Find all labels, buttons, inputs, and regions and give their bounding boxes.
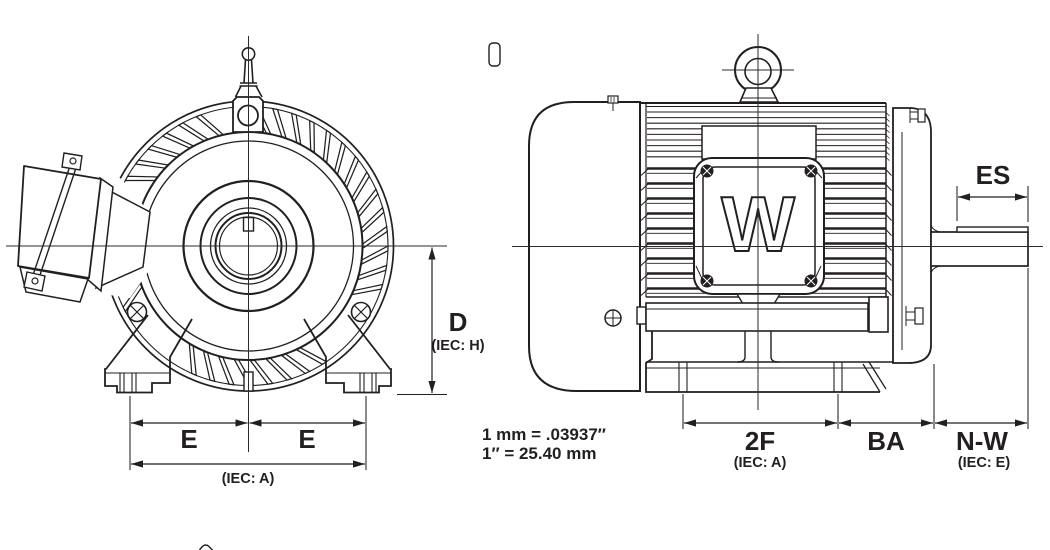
conversion-line-2: 1″ = 25.40 mm — [482, 444, 596, 463]
dim-es: ES — [956, 160, 1029, 222]
eyebolt-stem — [250, 59, 254, 84]
dim-2f-iec-label: (IEC: A) — [734, 455, 787, 471]
dim-nw-iec-label: (IEC: E) — [958, 455, 1011, 471]
conversion-line-1: 1 mm = .03937″ — [482, 425, 606, 444]
shaft-fillet — [930, 265, 942, 274]
dim-d-iec-label: (IEC: H) — [431, 338, 484, 354]
dimensions: D (IEC: H) E E (IEC: A) ES — [129, 160, 1029, 487]
hub-slot — [198, 544, 222, 550]
rail-bracket — [868, 296, 889, 333]
side-view: W — [528, 46, 1029, 393]
dim-2f-ba-nw: 2F (IEC: A) BA N-W (IEC: E) — [682, 268, 1029, 471]
flange-bolt-bottom — [905, 306, 924, 326]
conduit-hinge-tab — [61, 152, 83, 171]
end-bell-flange — [892, 107, 932, 364]
front-feet — [104, 314, 392, 394]
conversion-note: 1 mm = .03937″ 1″ = 25.40 mm — [482, 425, 606, 463]
cover-screw — [607, 95, 619, 104]
foot-web — [736, 331, 780, 363]
dim-e-a: E E (IEC: A) — [129, 396, 367, 487]
rail-tab — [636, 306, 647, 325]
conduit-hinge-tab — [23, 271, 46, 292]
conduit-screw — [31, 277, 39, 285]
dim-e2-label: E — [298, 424, 315, 454]
dim-d-label: D — [449, 307, 468, 337]
top-mount-block — [701, 125, 817, 160]
conduit-lid-seam — [29, 159, 73, 285]
left-foot — [104, 314, 193, 394]
frame-rail — [645, 302, 869, 332]
shaft-body — [930, 231, 1029, 267]
eyebolt-stem — [243, 59, 247, 84]
nameplate-plate — [702, 166, 816, 286]
end-bell — [892, 107, 932, 364]
eyebolt-flare — [234, 85, 242, 98]
dim-a-iec-label: (IEC: A) — [222, 471, 275, 487]
nameplate-screws — [700, 164, 818, 288]
shaft-key — [956, 226, 1029, 233]
shaft — [930, 224, 1029, 274]
flange-screw-top — [909, 108, 926, 123]
right-foot — [303, 314, 392, 394]
foot-outline — [645, 331, 880, 393]
dim-d: D (IEC: H) — [397, 247, 485, 396]
conduit-lid-seam — [35, 161, 79, 288]
side-feet — [636, 296, 893, 393]
dim-e1-label: E — [180, 424, 197, 454]
rim-screw-left — [126, 301, 148, 323]
conduit-screw — [69, 157, 77, 165]
dim-2f-label: 2F — [745, 426, 775, 456]
centerlines — [6, 34, 1043, 452]
screw-cross — [354, 305, 368, 319]
nameplate: W — [693, 157, 825, 295]
shaft-fillet — [930, 224, 942, 233]
dim-es-label: ES — [976, 160, 1011, 190]
screw-cross — [702, 166, 816, 286]
hub-slot — [488, 42, 501, 67]
screw-cross — [130, 305, 144, 319]
dim-ba-label: BA — [867, 426, 905, 456]
foot-chamfer — [862, 363, 881, 393]
dim-nw-label: N-W — [956, 426, 1008, 456]
lifting-ring-base — [738, 87, 780, 103]
conduit-box-lid — [17, 165, 102, 279]
screw-head-icon — [917, 108, 926, 123]
rim-screw-right — [350, 301, 372, 323]
bolt-head-icon — [914, 307, 924, 325]
eyebolt-flare — [255, 85, 263, 98]
conduit-box — [17, 152, 152, 303]
foot-chamfer — [868, 361, 887, 390]
